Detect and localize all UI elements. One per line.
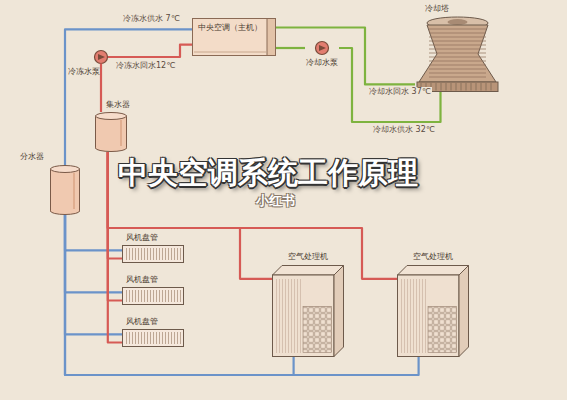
- air-handling-unit-outline: [272, 265, 344, 357]
- chiller-unit: 中央空调（主机）: [192, 18, 276, 56]
- water-collector-outline: [95, 112, 127, 152]
- node-label: 风机盘管: [126, 275, 158, 285]
- node-label: 中央空调（主机）: [198, 23, 262, 33]
- node-label: 冷冻水泵: [68, 67, 100, 76]
- air-handling-unit-outline: [397, 265, 469, 357]
- water-pipe: [65, 29, 192, 165]
- water-pipe: [65, 215, 419, 375]
- water-pipe: [65, 215, 122, 334]
- node-label: 冷却水泵: [305, 58, 339, 67]
- node-label: 空气处理机: [397, 252, 469, 262]
- pump-symbol: 冷却水泵: [305, 41, 339, 67]
- pump-symbol: 冷冻水泵: [68, 50, 108, 76]
- water-distributor-outline: [50, 165, 80, 215]
- fan-coil-unit: 风机盘管: [122, 245, 184, 263]
- fan-coil-unit: 风机盘管: [122, 287, 184, 305]
- fan-coil-unit-outline: [122, 245, 184, 263]
- node-label: 分水器: [20, 152, 44, 162]
- air-handling-unit: 空气处理机: [272, 265, 344, 357]
- water-pipe: [65, 215, 122, 292]
- fan-coil-unit: 风机盘管: [122, 329, 184, 347]
- node-label: 风机盘管: [126, 233, 158, 243]
- water-pipe: [108, 45, 192, 57]
- water-collector: 集水器: [95, 112, 127, 152]
- node-label: 冷却塔: [425, 4, 449, 14]
- node-label: 风机盘管: [126, 317, 158, 327]
- water-pipe: [276, 28, 415, 85]
- pipe-label: 冷却水供水 32℃: [372, 125, 436, 135]
- title-banner: 中央空调系统工作原理: [118, 155, 418, 191]
- fan-coil-unit-outline: [122, 329, 184, 347]
- water-distributor: 分水器: [50, 165, 80, 215]
- pipe-label: 冷却水回水 37℃: [368, 87, 432, 97]
- watermark: 小红书: [256, 193, 295, 209]
- air-handling-unit: 空气处理机: [397, 265, 469, 357]
- cooling-tower: 冷却塔: [415, 16, 500, 92]
- fan-coil-unit-outline: [122, 287, 184, 305]
- water-pipe: [276, 47, 305, 49]
- water-pipe: [65, 215, 122, 250]
- pipe-label: 冷冻水回水12℃: [115, 61, 176, 71]
- node-label: 空气处理机: [272, 252, 344, 262]
- water-pipe: [100, 76, 102, 112]
- node-label: 集水器: [106, 100, 130, 110]
- pipe-label: 冷冻水供水 7℃: [122, 14, 181, 24]
- cooling-tower-outline: [415, 16, 500, 92]
- water-pipe: [65, 215, 294, 375]
